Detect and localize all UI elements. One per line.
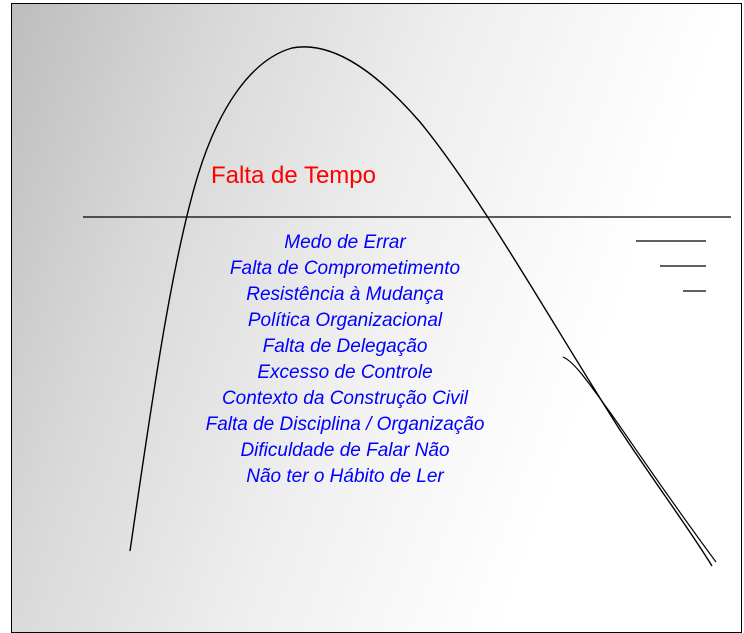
- list-item: Contexto da Construção Civil: [221, 388, 469, 409]
- above-water-label: Falta de Tempo: [211, 162, 376, 189]
- list-item: Falta de Comprometimento: [229, 258, 461, 279]
- list-item: Política Organizacional: [247, 310, 443, 331]
- below-water-list: Medo de Errar Falta de Comprometimento R…: [130, 230, 560, 490]
- list-item: Resistência à Mudança: [246, 284, 444, 305]
- list-item: Falta de Delegação: [262, 336, 428, 357]
- iceberg-outline: [129, 46, 713, 567]
- list-item: Falta de Disciplina / Organização: [205, 414, 485, 435]
- iceberg-outline-sketch: [562, 356, 717, 563]
- list-item: Medo de Errar: [284, 232, 406, 253]
- list-item: Excesso de Controle: [257, 362, 433, 383]
- list-item: Não ter o Hábito de Ler: [246, 466, 444, 487]
- list-item: Dificuldade de Falar Não: [240, 440, 450, 461]
